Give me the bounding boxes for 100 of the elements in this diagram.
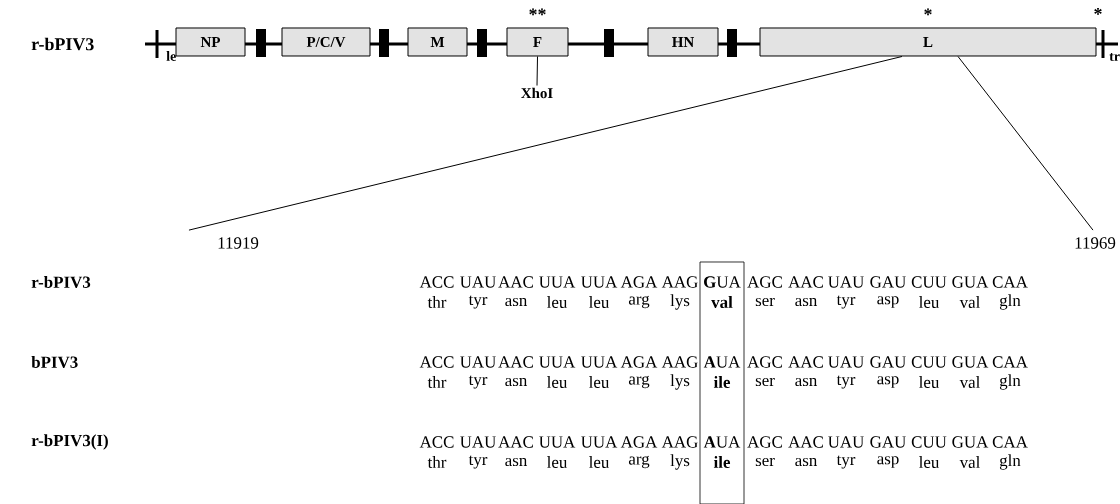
codon: ACC (419, 276, 454, 288)
gene-box: P/C/V (281, 27, 371, 57)
codon: UUA (581, 436, 618, 448)
codon: CUU (911, 436, 947, 448)
codon: GUA (952, 276, 989, 288)
codon: AUA (703, 436, 741, 448)
amino-acid: asp (877, 376, 899, 388)
asterisk-mark: * (924, 8, 932, 16)
codon: GAU (870, 276, 906, 288)
amino-acid: arg (628, 455, 650, 469)
codon: UAU (828, 436, 864, 448)
codon: GUA (952, 356, 989, 368)
codon: UAU (460, 276, 496, 288)
amino-acid: asn (505, 457, 528, 467)
codon: AGA (620, 436, 658, 448)
amino-acid: arg (628, 295, 650, 309)
codon: UAU (828, 356, 864, 368)
sequence-name: r-bPIV3(I) (31, 434, 108, 450)
position-number: 11969 (1075, 237, 1116, 249)
codon: UUA (539, 276, 576, 288)
codon: UUA (539, 356, 576, 368)
amino-acid: asn (505, 297, 528, 307)
amino-acid: asp (877, 456, 899, 468)
amino-acid: thr (427, 456, 447, 468)
codon: UAU (828, 276, 864, 288)
codon: CAA (992, 356, 1028, 368)
amino-acid: asp (877, 296, 899, 308)
zoom-line (957, 56, 1094, 231)
codon: AAC (498, 276, 533, 288)
amino-acid: arg (628, 375, 650, 389)
amino-acid: tyr (836, 455, 856, 469)
amino-acid: leu (589, 456, 610, 468)
codon: AUA (703, 356, 741, 368)
amino-acid: tyr (468, 455, 488, 469)
codon: GAU (870, 356, 906, 368)
asterisk-mark: * (1094, 8, 1102, 15)
codon: UAU (460, 356, 496, 368)
sequence-name: r-bPIV3 (31, 276, 91, 288)
amino-acid: leu (589, 376, 610, 388)
amino-acid: val (711, 296, 733, 308)
amino-acid: leu (589, 296, 610, 308)
codon: CUU (911, 276, 947, 288)
codon: GUA (704, 276, 741, 288)
asterisk-mark: ** (529, 8, 546, 16)
amino-acid: ile (713, 376, 731, 388)
end-label: le (166, 51, 176, 61)
amino-acid: leu (547, 296, 568, 308)
amino-acid: tyr (836, 375, 856, 389)
codon: AAC (498, 356, 533, 368)
amino-acid: leu (547, 376, 568, 388)
end-label: tr (1109, 53, 1120, 61)
amino-acid: leu (547, 456, 568, 468)
codon: GAU (870, 436, 906, 448)
codon: AAC (788, 276, 823, 288)
codon: AGA (620, 356, 658, 368)
highlight-frame (699, 261, 745, 504)
zoom-line (188, 56, 903, 231)
amino-acid: tyr (468, 295, 488, 309)
sequence-name: bPIV3 (31, 356, 78, 368)
construct-name: r-bPIV3 (31, 37, 94, 51)
codon: AAC (498, 436, 533, 448)
amino-acid: val (959, 456, 980, 468)
amino-acid: tyr (836, 295, 856, 309)
gene-box: HN (647, 27, 719, 57)
codon: AAC (788, 436, 823, 448)
gene-box: NP (175, 27, 246, 57)
gene-box: F (506, 27, 569, 57)
amino-acid: gln (999, 374, 1021, 390)
codon: UAU (460, 436, 496, 448)
amino-acid: val (959, 376, 980, 388)
codon: ACC (419, 356, 454, 368)
amino-acid: leu (919, 376, 940, 388)
leader-line (536, 56, 538, 87)
amino-acid: asn (505, 377, 528, 387)
codon: AAC (788, 356, 823, 368)
amino-acid: asn (795, 377, 818, 387)
gene-box: L (759, 27, 1097, 57)
codon: UUA (581, 356, 618, 368)
codon: CUU (911, 356, 947, 368)
codon: AGA (620, 276, 658, 288)
position-label: XhoI (521, 87, 553, 99)
amino-acid: gln (999, 454, 1021, 470)
codon: CAA (992, 276, 1028, 288)
amino-acid: thr (427, 296, 447, 308)
amino-acid: leu (919, 296, 940, 308)
codon: CAA (992, 436, 1028, 448)
codon: UUA (581, 276, 618, 288)
codon: GUA (952, 436, 989, 448)
amino-acid: val (959, 296, 980, 308)
position-number: 11919 (218, 237, 259, 249)
codon: ACC (419, 436, 454, 448)
codon: UUA (539, 436, 576, 448)
amino-acid: gln (999, 294, 1021, 310)
gene-box: M (407, 27, 468, 57)
amino-acid: asn (795, 457, 818, 467)
amino-acid: leu (919, 456, 940, 468)
amino-acid: ile (713, 456, 731, 468)
amino-acid: thr (427, 376, 447, 388)
amino-acid: asn (795, 297, 818, 307)
amino-acid: tyr (468, 375, 488, 389)
